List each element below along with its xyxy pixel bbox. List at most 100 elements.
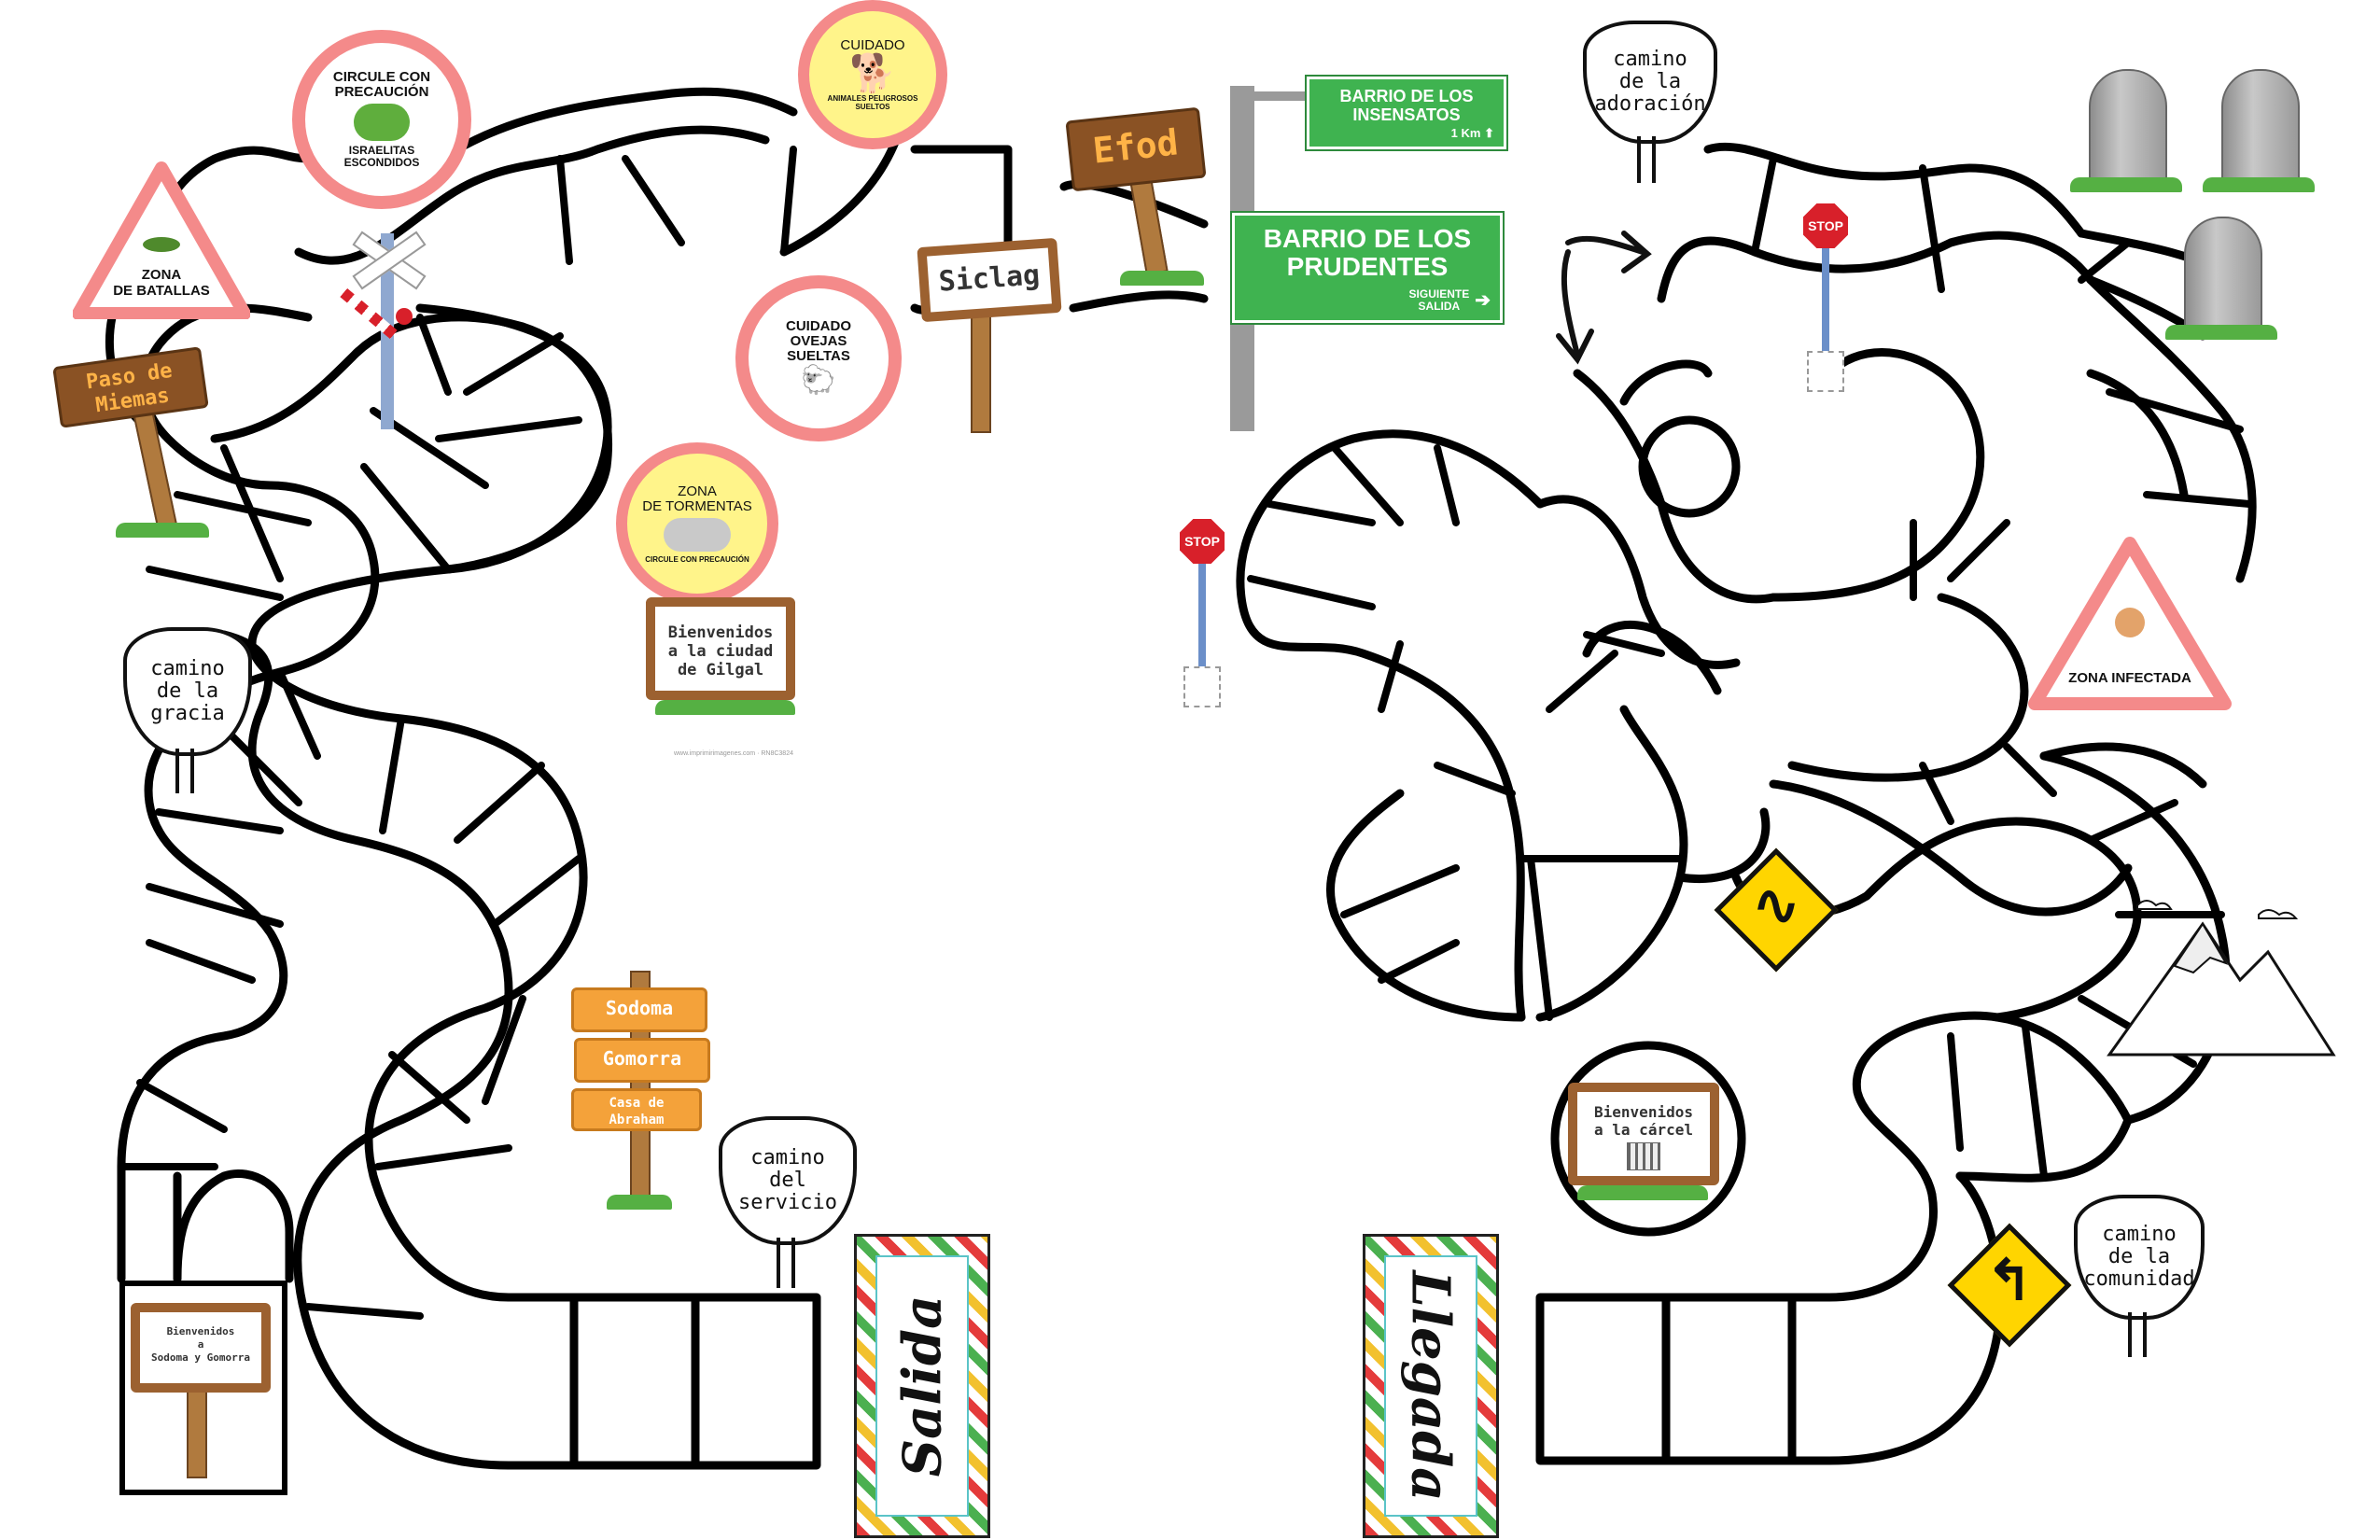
right-lower-track [1731,593,2231,1199]
image-credit: www.imprimirimagenes.com · RN8C3824 [674,750,793,757]
tombstone-icon [2221,69,2300,185]
winding-road-icon: ∿ [1752,874,1800,936]
shield-post [2128,1312,2147,1357]
sign-zona-infectada-label: ZONA INFECTADA [2068,670,2191,686]
sign-text: Sodoma y Gomorra [151,1351,250,1364]
sheep-icon: 🐑 [801,365,836,396]
sign-camino-comunidad: camino de la comunidad [2074,1195,2205,1320]
sign-text: camino [2102,1223,2177,1246]
grass [607,1195,672,1210]
arrow-up-icon: ⬆ [1484,126,1494,140]
sign-text: Bienvenidos [1594,1103,1693,1121]
sign-text: comunidad [2083,1267,2195,1291]
tank-icon [143,237,180,252]
shield-post [175,749,194,793]
siclag-post [971,308,991,433]
sign-text: CIRCULE CON PRECAUCIÓN [645,554,749,564]
sign-text: OVEJAS [790,333,847,349]
sign-camino-servicio: camino del servicio [719,1116,857,1245]
sign-text: camino [1613,48,1687,71]
sign-zona-batallas [73,161,250,319]
direction-sodoma: Sodoma [571,987,707,1032]
sign-text: INSENSATOS [1352,105,1461,124]
finish-squares [1535,1171,2005,1465]
start-label: Salida [891,1295,953,1477]
sign-text: adoración [1594,92,1706,116]
start-card: Salida [854,1234,990,1538]
sign-barrio-prudentes: BARRIO DE LOS PRUDENTES SIGUIENTE SALIDA… [1232,213,1503,323]
sign-text: a [197,1338,204,1351]
baby-icon [2115,608,2145,637]
grass [116,523,209,538]
sign-camino-gracia: camino de la gracia [123,627,252,756]
dog-icon: 🐕 [849,53,896,94]
sign-text: SUELTOS [855,103,890,111]
right-side-track [1769,348,2207,917]
grass [1577,1185,1708,1200]
grass [1120,271,1204,286]
sign-zona-infectada [2028,537,2232,710]
jail-bars-icon [1627,1142,1660,1170]
arrow-right [1565,235,1645,255]
arrow-right-icon: ➔ [1475,289,1491,311]
sign-text: Abraham [609,1113,665,1127]
sign-text: BARRIO DE LOS [1263,224,1472,253]
sign-text: ISRAELITAS [348,144,415,157]
mountain-icon [2107,900,2336,1057]
sign-text: del [769,1169,806,1192]
sign-text: servicio [738,1191,837,1214]
arrow-down-head [1556,329,1594,365]
storm-cloud-icon [664,517,731,552]
sign-carcel: Bienvenidos a la cárcel [1568,1083,1719,1185]
sign-text: ZONA [678,483,717,499]
right-center-track [1535,359,1778,713]
left-lower-track [219,303,612,1470]
sign-circule-precaucion: CIRCULE CON PRECAUCIÓN ISRAELITAS ESCOND… [292,30,471,209]
sign-text: BARRIO DE LOS [1339,87,1474,105]
sign-siclag: Siclag [917,237,1062,323]
sign-text: 1 Km [1450,126,1481,140]
direction-casa-abraham: Casa de Abraham [571,1088,702,1131]
sign-text: Casa de [609,1096,665,1111]
stop-base [1807,351,1844,392]
sign-text: camino [150,657,225,680]
sign-text: PRUDENTES [1286,252,1449,281]
sign-text: SIGUIENTE [1408,287,1470,301]
sign-text: ZONA [141,267,182,283]
sign-text: gracia [150,702,225,725]
arrow-down [1561,249,1580,357]
tombstone-icon [2184,217,2262,332]
sign-text: ESCONDIDOS [343,156,420,169]
sign-text: de la [1618,70,1682,93]
sign-text: SALIDA [1418,300,1461,313]
stop-sign-icon: STOP [1180,519,1225,564]
grass [2070,177,2182,192]
sign-text: camino [750,1146,825,1169]
right-middle-track [1236,429,1771,1022]
jail-space [1550,1041,1746,1237]
sign-gilgal: Bienvenidos a la ciudad de Gilgal [646,597,795,700]
bush-icon [354,104,410,141]
sign-text: SUELTAS [787,348,850,364]
sign-text: ANIMALES PELIGROSOS [827,94,918,103]
sign-text: a la cárcel [1594,1121,1693,1139]
sign-text: de la [2107,1245,2171,1268]
right-top-track [1657,142,2257,583]
arrow-right-head [1621,231,1652,273]
sign-text: de la [156,679,219,703]
railway-crossing-icon [336,231,439,439]
sodoma-post [187,1381,207,1478]
sign-efod: Efod [1065,106,1207,192]
sign-zona-tormentas: ZONA DE TORMENTAS CIRCULE CON PRECAUCIÓN [616,442,778,605]
sign-text: CUIDADO [786,318,851,334]
sign-text: CUIDADO [840,37,905,53]
sign-text: de Gilgal [677,661,764,679]
sign-text: DE TORMENTAS [642,497,752,514]
finish-label: Llegada [1400,1270,1463,1502]
sign-text: PRECAUCIÓN [334,84,429,100]
sign-text: a la ciudad [667,642,774,661]
sign-camino-adoracion: camino de la adoración [1583,21,1717,144]
finish-card: Llegada [1363,1234,1499,1538]
stop-pole [1198,564,1206,666]
left-column-track [117,481,380,1283]
